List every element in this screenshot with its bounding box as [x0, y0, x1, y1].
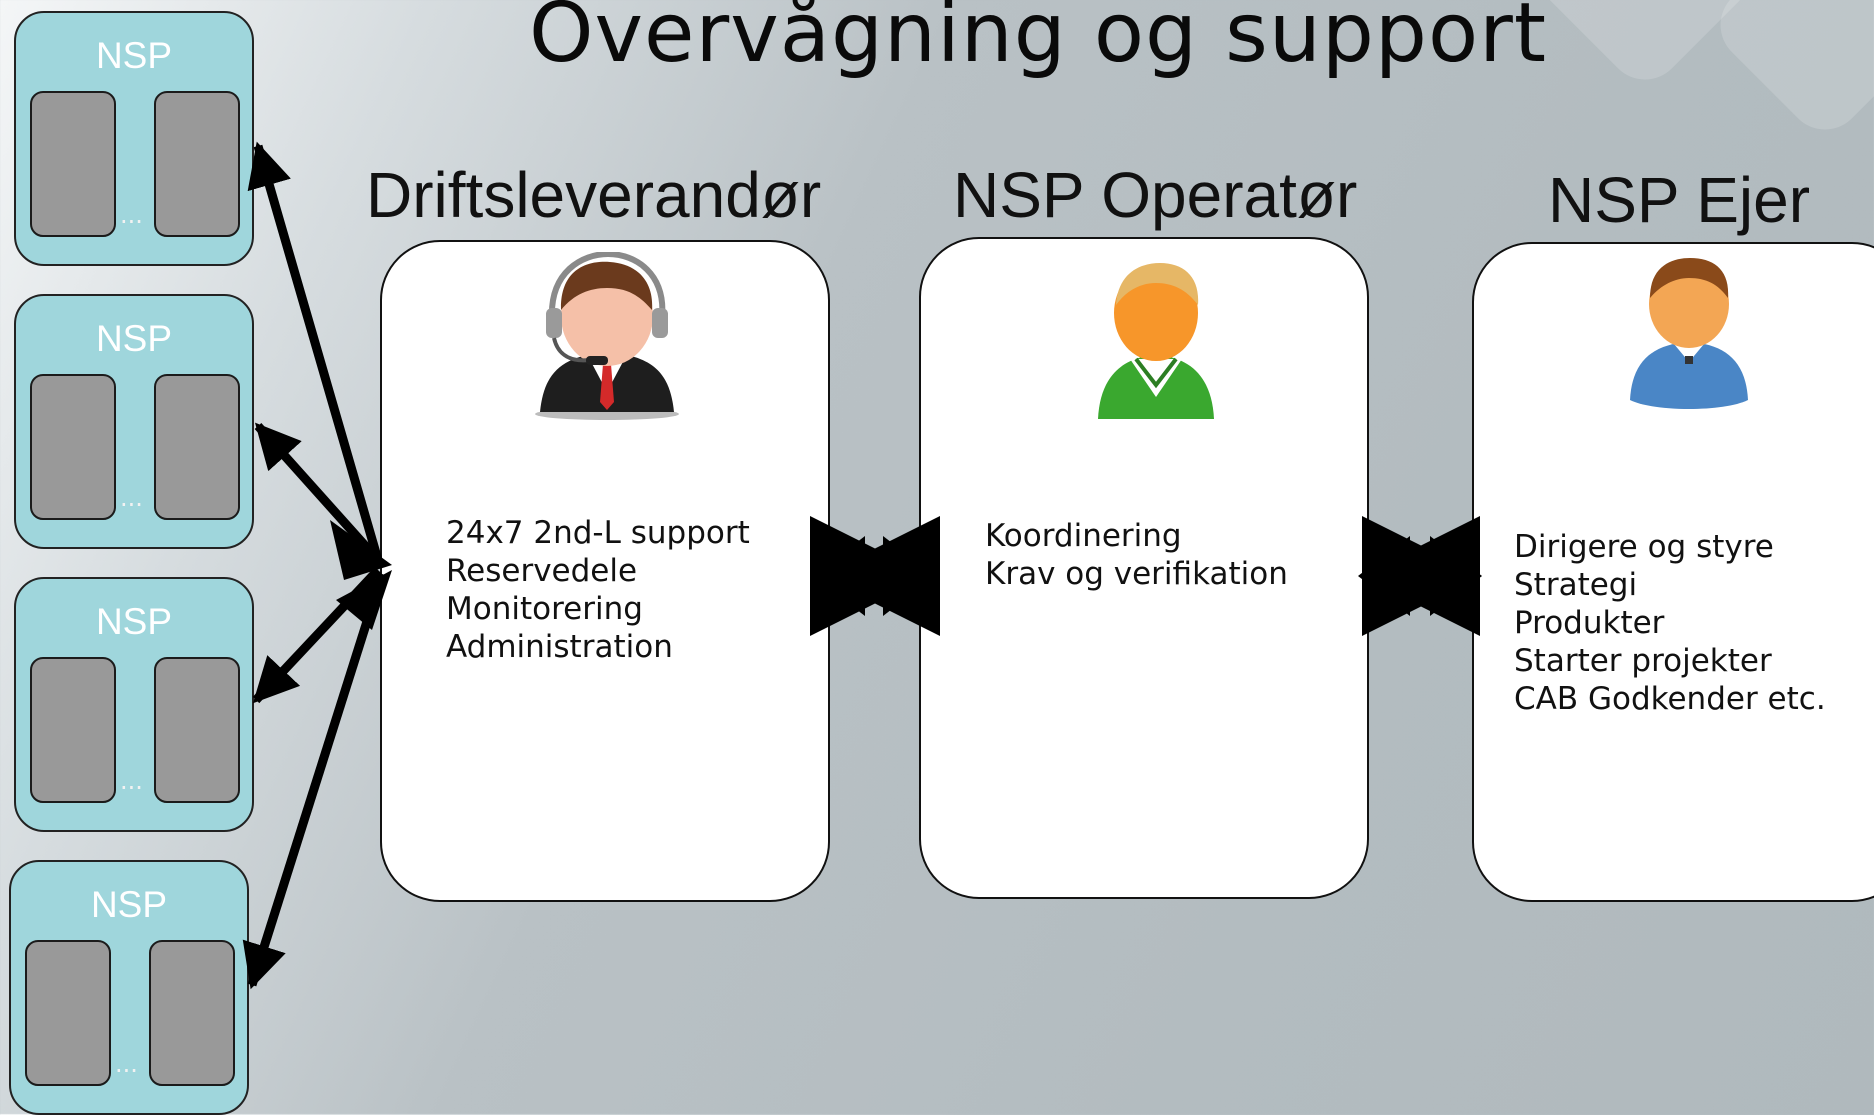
- server-node: [30, 374, 116, 520]
- responsibility-item: Produkter: [1514, 605, 1665, 641]
- nsp-owner-box: Dirigere og styre Strategi Produkter Sta…: [1472, 242, 1874, 902]
- responsibility-item: CAB Godkender etc.: [1514, 681, 1826, 717]
- nsp-operator-responsibilities: Koordinering Krav og verifikation: [985, 517, 1288, 593]
- arrowhead-right: [1430, 536, 1482, 616]
- arrow-to-nsp-1: [247, 141, 383, 562]
- arrow-shaft: [1405, 561, 1435, 591]
- arrowhead-hub: [336, 570, 392, 630]
- server-node: [30, 91, 116, 237]
- nsp-label: NSP: [90, 884, 168, 925]
- arrowhead-left: [1358, 536, 1410, 616]
- arrow-shaft: [860, 561, 890, 591]
- responsibility-item: Koordinering: [985, 518, 1182, 554]
- server-node: [154, 657, 240, 803]
- nsp-instance-box: NSP ...: [14, 11, 254, 266]
- responsibility-item: Monitorering: [446, 591, 643, 627]
- responsibility-item: Reservedele: [446, 553, 638, 589]
- arrowhead-hub: [330, 520, 392, 580]
- server-node: [30, 657, 116, 803]
- server-node: [149, 940, 235, 1086]
- driftsleverandor-box: 24x7 2nd-L support Reservedele Monitorer…: [380, 240, 830, 902]
- ellipsis: ...: [120, 201, 143, 229]
- nsp-instance-box: NSP ...: [9, 860, 249, 1115]
- nsp-label: NSP: [95, 35, 173, 76]
- support-agent-headset-icon: [532, 250, 682, 422]
- ellipsis: ...: [120, 484, 143, 512]
- server-node: [25, 940, 111, 1086]
- arrowhead-right: [883, 536, 935, 616]
- driftsleverandor-title: Driftsleverandør: [366, 159, 822, 231]
- arrow-to-nsp-4: [242, 572, 387, 990]
- responsibility-item: Strategi: [1514, 567, 1638, 603]
- nsp-instance-box: NSP ...: [14, 577, 254, 832]
- server-node: [154, 91, 240, 237]
- nsp-operator-title: NSP Operatør: [953, 159, 1358, 231]
- server-node: [154, 374, 240, 520]
- arrow-to-nsp-2: [254, 422, 382, 564]
- nsp-owner-responsibilities: Dirigere og styre Strategi Produkter Sta…: [1514, 528, 1826, 718]
- page-title: Overvågning og support: [528, 0, 1547, 81]
- responsibility-item: Krav og verifikation: [985, 556, 1288, 592]
- responsibility-item: Administration: [446, 629, 673, 665]
- arrowhead-left: [813, 536, 865, 616]
- nsp-label: NSP: [95, 601, 173, 642]
- nsp-label: NSP: [95, 318, 173, 359]
- responsibility-item: 24x7 2nd-L support: [446, 515, 750, 551]
- responsibility-item: Dirigere og styre: [1514, 529, 1774, 565]
- driftsleverandor-responsibilities: 24x7 2nd-L support Reservedele Monitorer…: [446, 514, 750, 666]
- green-operator-person-icon: [1086, 259, 1226, 424]
- ellipsis: ...: [120, 767, 143, 795]
- ellipsis: ...: [115, 1050, 138, 1078]
- responsibility-item: Starter projekter: [1514, 643, 1772, 679]
- nsp-instance-box: NSP ...: [14, 294, 254, 549]
- nsp-operator-box: Koordinering Krav og verifikation: [919, 237, 1369, 899]
- nsp-owner-title: NSP Ejer: [1548, 164, 1811, 236]
- blue-owner-person-icon: [1624, 256, 1754, 411]
